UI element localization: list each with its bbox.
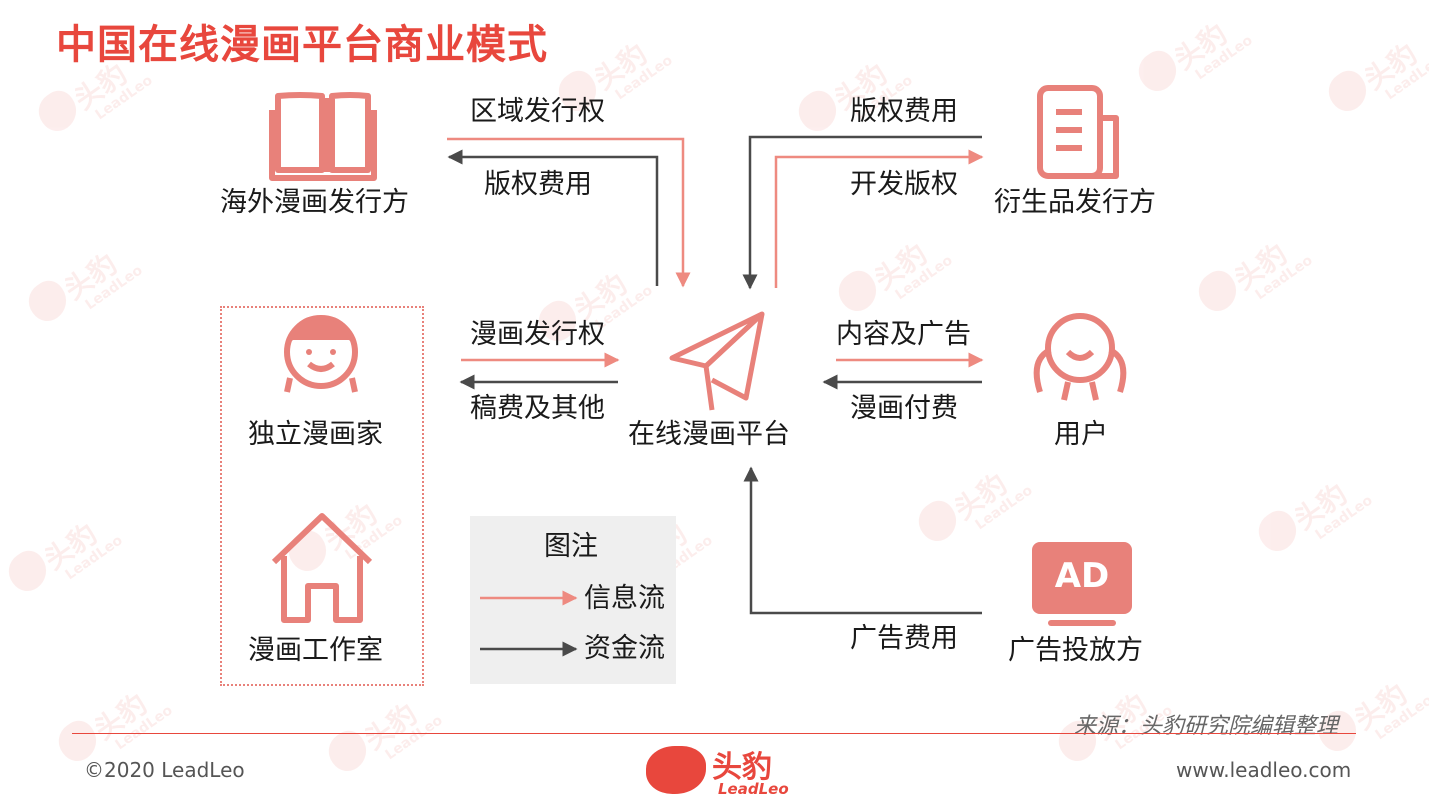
website-link[interactable]: www.leadleo.com — [1176, 758, 1352, 782]
arrow-ad-fee — [743, 466, 982, 615]
paper-plane-icon — [669, 311, 765, 411]
source-note: 来源：头豹研究院编辑整理 — [1074, 714, 1339, 739]
edge-copyright-fee-left: 版权费用 — [484, 169, 592, 200]
arrow-dev-rights — [774, 149, 984, 288]
legend-title: 图注 — [544, 531, 598, 562]
edge-copyright-fee-right: 版权费用 — [850, 96, 958, 127]
page-title: 中国在线漫画平台商业模式 — [56, 22, 548, 68]
footer-divider — [72, 733, 1356, 734]
document-icon — [1037, 85, 1119, 179]
copyright-text: ©2020 LeadLeo — [84, 758, 245, 782]
arrow-copyright-fee-right — [742, 135, 982, 290]
node-independent-artist: 独立漫画家 — [248, 419, 383, 450]
house-icon — [271, 513, 373, 623]
node-overseas-publisher: 海外漫画发行方 — [220, 187, 409, 218]
edge-regional-rights: 区域发行权 — [470, 96, 605, 127]
arrow-regional-rights — [447, 137, 691, 288]
creator-group-box — [220, 306, 424, 686]
edge-content-ads: 内容及广告 — [836, 319, 971, 350]
node-online-platform: 在线漫画平台 — [628, 419, 790, 450]
book-icon — [269, 92, 377, 181]
ad-icon-text: AD — [1054, 556, 1110, 596]
ad-monitor-icon — [1032, 542, 1132, 626]
node-advertiser: 广告投放方 — [1008, 635, 1143, 666]
leadleo-logo: 头豹 LeadLeo — [646, 740, 789, 802]
logo-en-text: LeadLeo — [718, 780, 789, 798]
node-derivative-publisher: 衍生品发行方 — [994, 187, 1156, 218]
edge-ad-fee: 广告费用 — [850, 623, 958, 654]
arrow-copyright-fee-left — [447, 149, 659, 286]
edge-fee-other: 稿费及其他 — [470, 393, 605, 424]
edge-comic-pay: 漫画付费 — [850, 393, 958, 424]
edge-dev-rights: 开发版权 — [850, 169, 958, 200]
edge-comic-rights: 漫画发行权 — [470, 319, 605, 350]
person-face-icon — [284, 315, 358, 393]
legend-money-flow-label: 资金流 — [584, 633, 665, 664]
user-icon — [1033, 313, 1127, 401]
node-user: 用户 — [1054, 419, 1108, 450]
node-comic-studio: 漫画工作室 — [248, 635, 383, 666]
logo-cn-text: 头豹 — [712, 750, 772, 785]
legend-info-flow-label: 信息流 — [584, 583, 665, 614]
leopard-logo-icon — [646, 746, 706, 794]
